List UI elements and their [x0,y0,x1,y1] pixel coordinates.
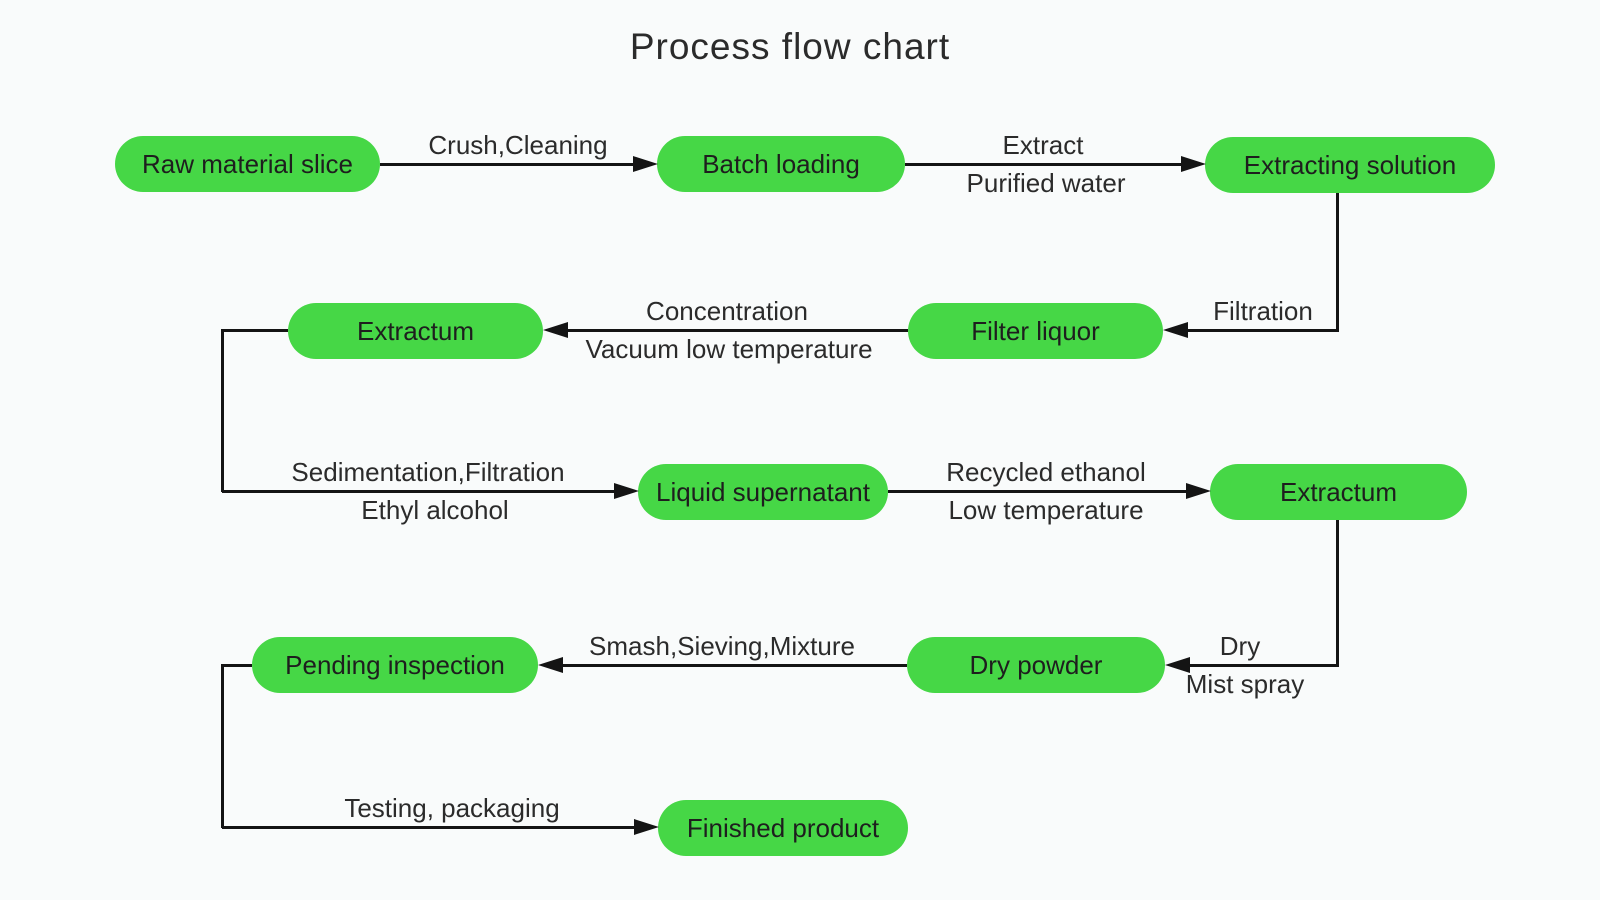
node-label: Liquid supernatant [656,476,870,507]
edge-line [222,490,614,493]
edge-line [221,664,224,828]
edge-line [1336,193,1339,332]
node-filter-liquor: Filter liquor [908,303,1163,359]
edge-label: Recycled ethanol [946,457,1146,487]
edge-line [888,490,1186,493]
edge-label: Crush,Cleaning [428,130,608,160]
edge-line [221,329,224,492]
edge-line [222,826,634,829]
edge-label: Concentration [646,296,808,326]
edge-label: Dry [1219,631,1261,661]
edge-label: Vacuum low temperature [585,334,873,364]
node-label: Raw material slice [142,148,353,179]
edge-label: Testing, packaging [344,793,560,823]
node-raw-material-slice: Raw material slice [115,136,380,192]
node-extractum-1: Extractum [288,303,543,359]
edge-line [905,163,1181,166]
node-label: Pending inspection [285,649,505,680]
edge-line [380,163,633,166]
arrowhead-icon [1181,156,1206,172]
arrowhead-icon [633,156,658,172]
node-finished-product: Finished product [658,800,908,856]
edge-label: Extract [1002,130,1084,160]
edge-line [1189,664,1339,667]
edge-label: Low temperature [948,495,1144,525]
arrowhead-icon [1163,322,1188,338]
node-label: Finished product [686,812,880,843]
arrowhead-icon [538,657,563,673]
edge-label: Mist spray [1185,669,1305,699]
node-label: Extractum [1279,476,1398,507]
edge-label: Smash,Sieving,Mixture [589,631,855,661]
edge-label: Filtration [1213,296,1313,326]
node-liquid-supernatant: Liquid supernatant [638,464,888,520]
node-label: Extracting solution [1243,149,1457,180]
edge-line [567,329,908,332]
arrowhead-icon [1165,657,1190,673]
node-extracting-solution: Extracting solution [1205,137,1495,193]
node-batch-loading: Batch loading [657,136,905,192]
arrowhead-icon [614,483,639,499]
arrowhead-icon [634,819,659,835]
arrowhead-icon [543,322,568,338]
edge-label: Ethyl alcohol [361,495,509,525]
edge-label: Purified water [966,168,1126,198]
edge-line [222,329,288,332]
node-label: Extractum [356,315,475,346]
node-label: Batch loading [702,148,860,179]
arrowhead-icon [1186,483,1211,499]
page-title: Process flow chart [629,26,951,67]
node-label: Filter liquor [971,315,1100,346]
edge-line [222,664,252,667]
node-label: Dry powder [969,649,1103,680]
edge-label: Sedimentation,Filtration [291,457,565,487]
edge-line [562,664,907,667]
edge-line [1336,520,1339,667]
node-dry-powder: Dry powder [907,637,1165,693]
edge-line [1187,329,1339,332]
node-extractum-2: Extractum [1210,464,1467,520]
node-pending-inspection: Pending inspection [252,637,538,693]
